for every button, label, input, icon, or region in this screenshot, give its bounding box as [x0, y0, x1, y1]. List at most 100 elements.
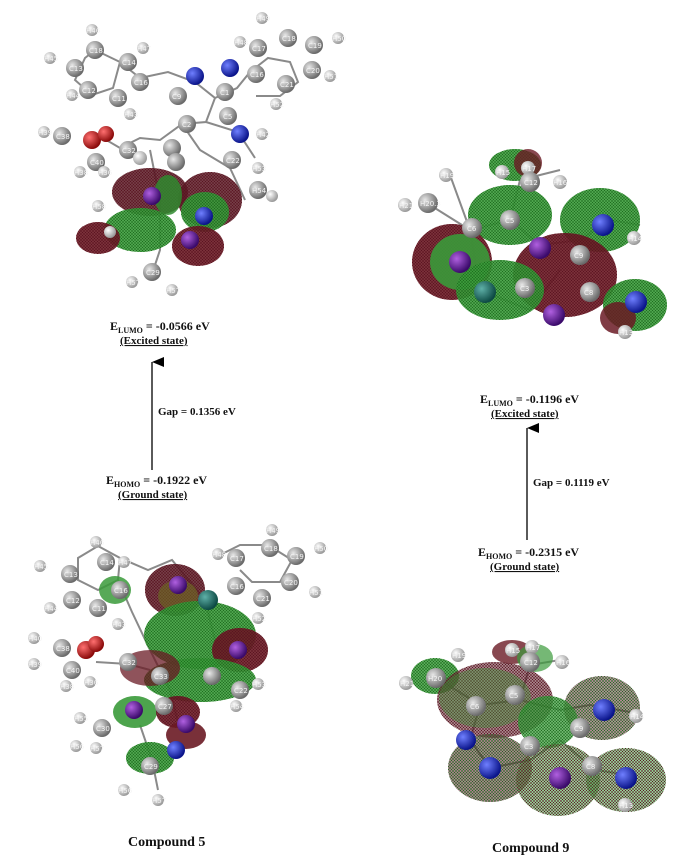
compound5-caption: Compound 5 — [128, 835, 205, 850]
svg-text:C38: C38 — [56, 133, 70, 141]
svg-text:H15: H15 — [496, 169, 510, 177]
svg-text:H43: H43 — [124, 111, 138, 119]
svg-text:H16: H16 — [553, 179, 568, 187]
svg-text:C5: C5 — [509, 692, 518, 700]
svg-text:H50: H50 — [332, 35, 346, 43]
compound9-energy-panel: ELUMO = -0.1196 eV (Excited state) Gap =… — [478, 392, 610, 856]
svg-text:H36: H36 — [98, 169, 113, 177]
svg-text:H46: H46 — [86, 27, 101, 35]
svg-text:H52: H52 — [252, 615, 266, 623]
svg-text:C16: C16 — [230, 583, 244, 591]
svg-text:C29: C29 — [146, 269, 160, 277]
svg-text:H15: H15 — [506, 647, 520, 655]
compound5-gap-label: Gap = 0.1356 eV — [158, 406, 236, 418]
svg-text:H17: H17 — [522, 165, 536, 173]
svg-text:H47: H47 — [118, 559, 132, 567]
svg-text:H39: H39 — [28, 661, 42, 669]
svg-text:H53: H53 — [252, 165, 266, 173]
svg-text:H53: H53 — [252, 681, 266, 689]
svg-text:C18: C18 — [282, 35, 296, 43]
svg-text:H38: H38 — [60, 683, 74, 691]
svg-text:H45: H45 — [44, 55, 58, 63]
svg-text:H48: H48 — [234, 39, 248, 47]
svg-text:H44: H44 — [66, 92, 81, 100]
svg-text:H46: H46 — [90, 539, 105, 547]
svg-text:H54: H54 — [252, 187, 267, 195]
svg-text:C17: C17 — [230, 555, 244, 563]
svg-text:C14: C14 — [100, 559, 114, 567]
svg-text:H20: H20 — [428, 675, 442, 683]
svg-text:H16: H16 — [556, 659, 571, 667]
svg-text:H49: H49 — [266, 527, 280, 535]
svg-text:H13: H13 — [619, 802, 633, 810]
svg-text:H38: H38 — [74, 169, 88, 177]
svg-text:C40: C40 — [90, 159, 104, 167]
svg-text:C19: C19 — [308, 42, 322, 50]
svg-text:H43: H43 — [112, 621, 126, 629]
svg-text:H44: H44 — [44, 605, 59, 613]
svg-text:C21: C21 — [280, 81, 294, 89]
svg-text:C6: C6 — [470, 703, 480, 711]
svg-text:C30: C30 — [96, 725, 110, 733]
svg-text:H55: H55 — [74, 715, 88, 723]
svg-text:C20: C20 — [306, 67, 320, 75]
svg-text:C13: C13 — [64, 571, 78, 579]
svg-text:C16: C16 — [114, 587, 128, 595]
svg-text:C3: C3 — [520, 285, 529, 293]
svg-text:C14: C14 — [122, 59, 136, 67]
svg-text:H19: H19 — [452, 652, 466, 660]
svg-text:C27: C27 — [158, 703, 172, 711]
svg-text:H45: H45 — [34, 563, 48, 571]
svg-text:C11: C11 — [112, 95, 126, 103]
svg-text:C22: C22 — [234, 687, 248, 695]
svg-text:H57: H57 — [90, 745, 104, 753]
svg-text:C12: C12 — [524, 179, 538, 187]
svg-text:C8: C8 — [584, 289, 593, 297]
compound9-lumo-energy: ELUMO = -0.1196 eV — [480, 392, 579, 408]
svg-text:H47: H47 — [137, 45, 151, 53]
svg-text:H36: H36 — [84, 679, 99, 687]
svg-text:C1: C1 — [220, 89, 229, 97]
svg-text:C3: C3 — [524, 743, 533, 751]
svg-text:C18: C18 — [89, 47, 103, 55]
svg-text:H50: H50 — [314, 545, 328, 553]
svg-text:H58: H58 — [92, 203, 106, 211]
svg-text:C17: C17 — [252, 45, 266, 53]
svg-text:C9: C9 — [172, 93, 181, 101]
svg-text:C2: C2 — [182, 121, 191, 129]
svg-text:H13: H13 — [619, 329, 633, 337]
svg-text:C5: C5 — [223, 113, 232, 121]
svg-text:C38: C38 — [56, 645, 70, 653]
svg-text:H57: H57 — [152, 797, 166, 805]
svg-text:C6: C6 — [467, 225, 477, 233]
svg-text:H42: H42 — [256, 131, 270, 139]
compound5-homo-energy: EHOMO = -0.1922 eV — [106, 473, 207, 489]
svg-text:H19: H19 — [440, 172, 454, 180]
svg-text:C8: C8 — [586, 763, 595, 771]
compound9-caption: Compound 9 — [492, 841, 569, 856]
svg-text:C22: C22 — [226, 157, 240, 165]
svg-text:H48: H48 — [212, 551, 226, 559]
svg-text:H56: H56 — [118, 787, 133, 795]
svg-text:C13: C13 — [69, 65, 83, 73]
compound9-lumo-state: (Excited state) — [491, 408, 559, 420]
svg-text:H21: H21 — [400, 680, 414, 688]
svg-text:C5: C5 — [505, 217, 514, 225]
svg-text:H20.3: H20.3 — [420, 200, 441, 208]
svg-text:C32: C32 — [122, 659, 136, 667]
compound5-homo-state: (Ground state) — [118, 489, 187, 501]
svg-text:H14: H14 — [628, 235, 643, 243]
svg-text:C12: C12 — [524, 659, 538, 667]
svg-text:C18: C18 — [264, 545, 278, 553]
svg-text:C32: C32 — [122, 147, 136, 155]
svg-text:H49: H49 — [256, 15, 270, 23]
svg-text:C19: C19 — [290, 553, 304, 561]
compound5-lumo-state: (Excited state) — [120, 335, 188, 347]
svg-text:C12: C12 — [66, 597, 80, 605]
svg-text:C11: C11 — [92, 605, 106, 613]
